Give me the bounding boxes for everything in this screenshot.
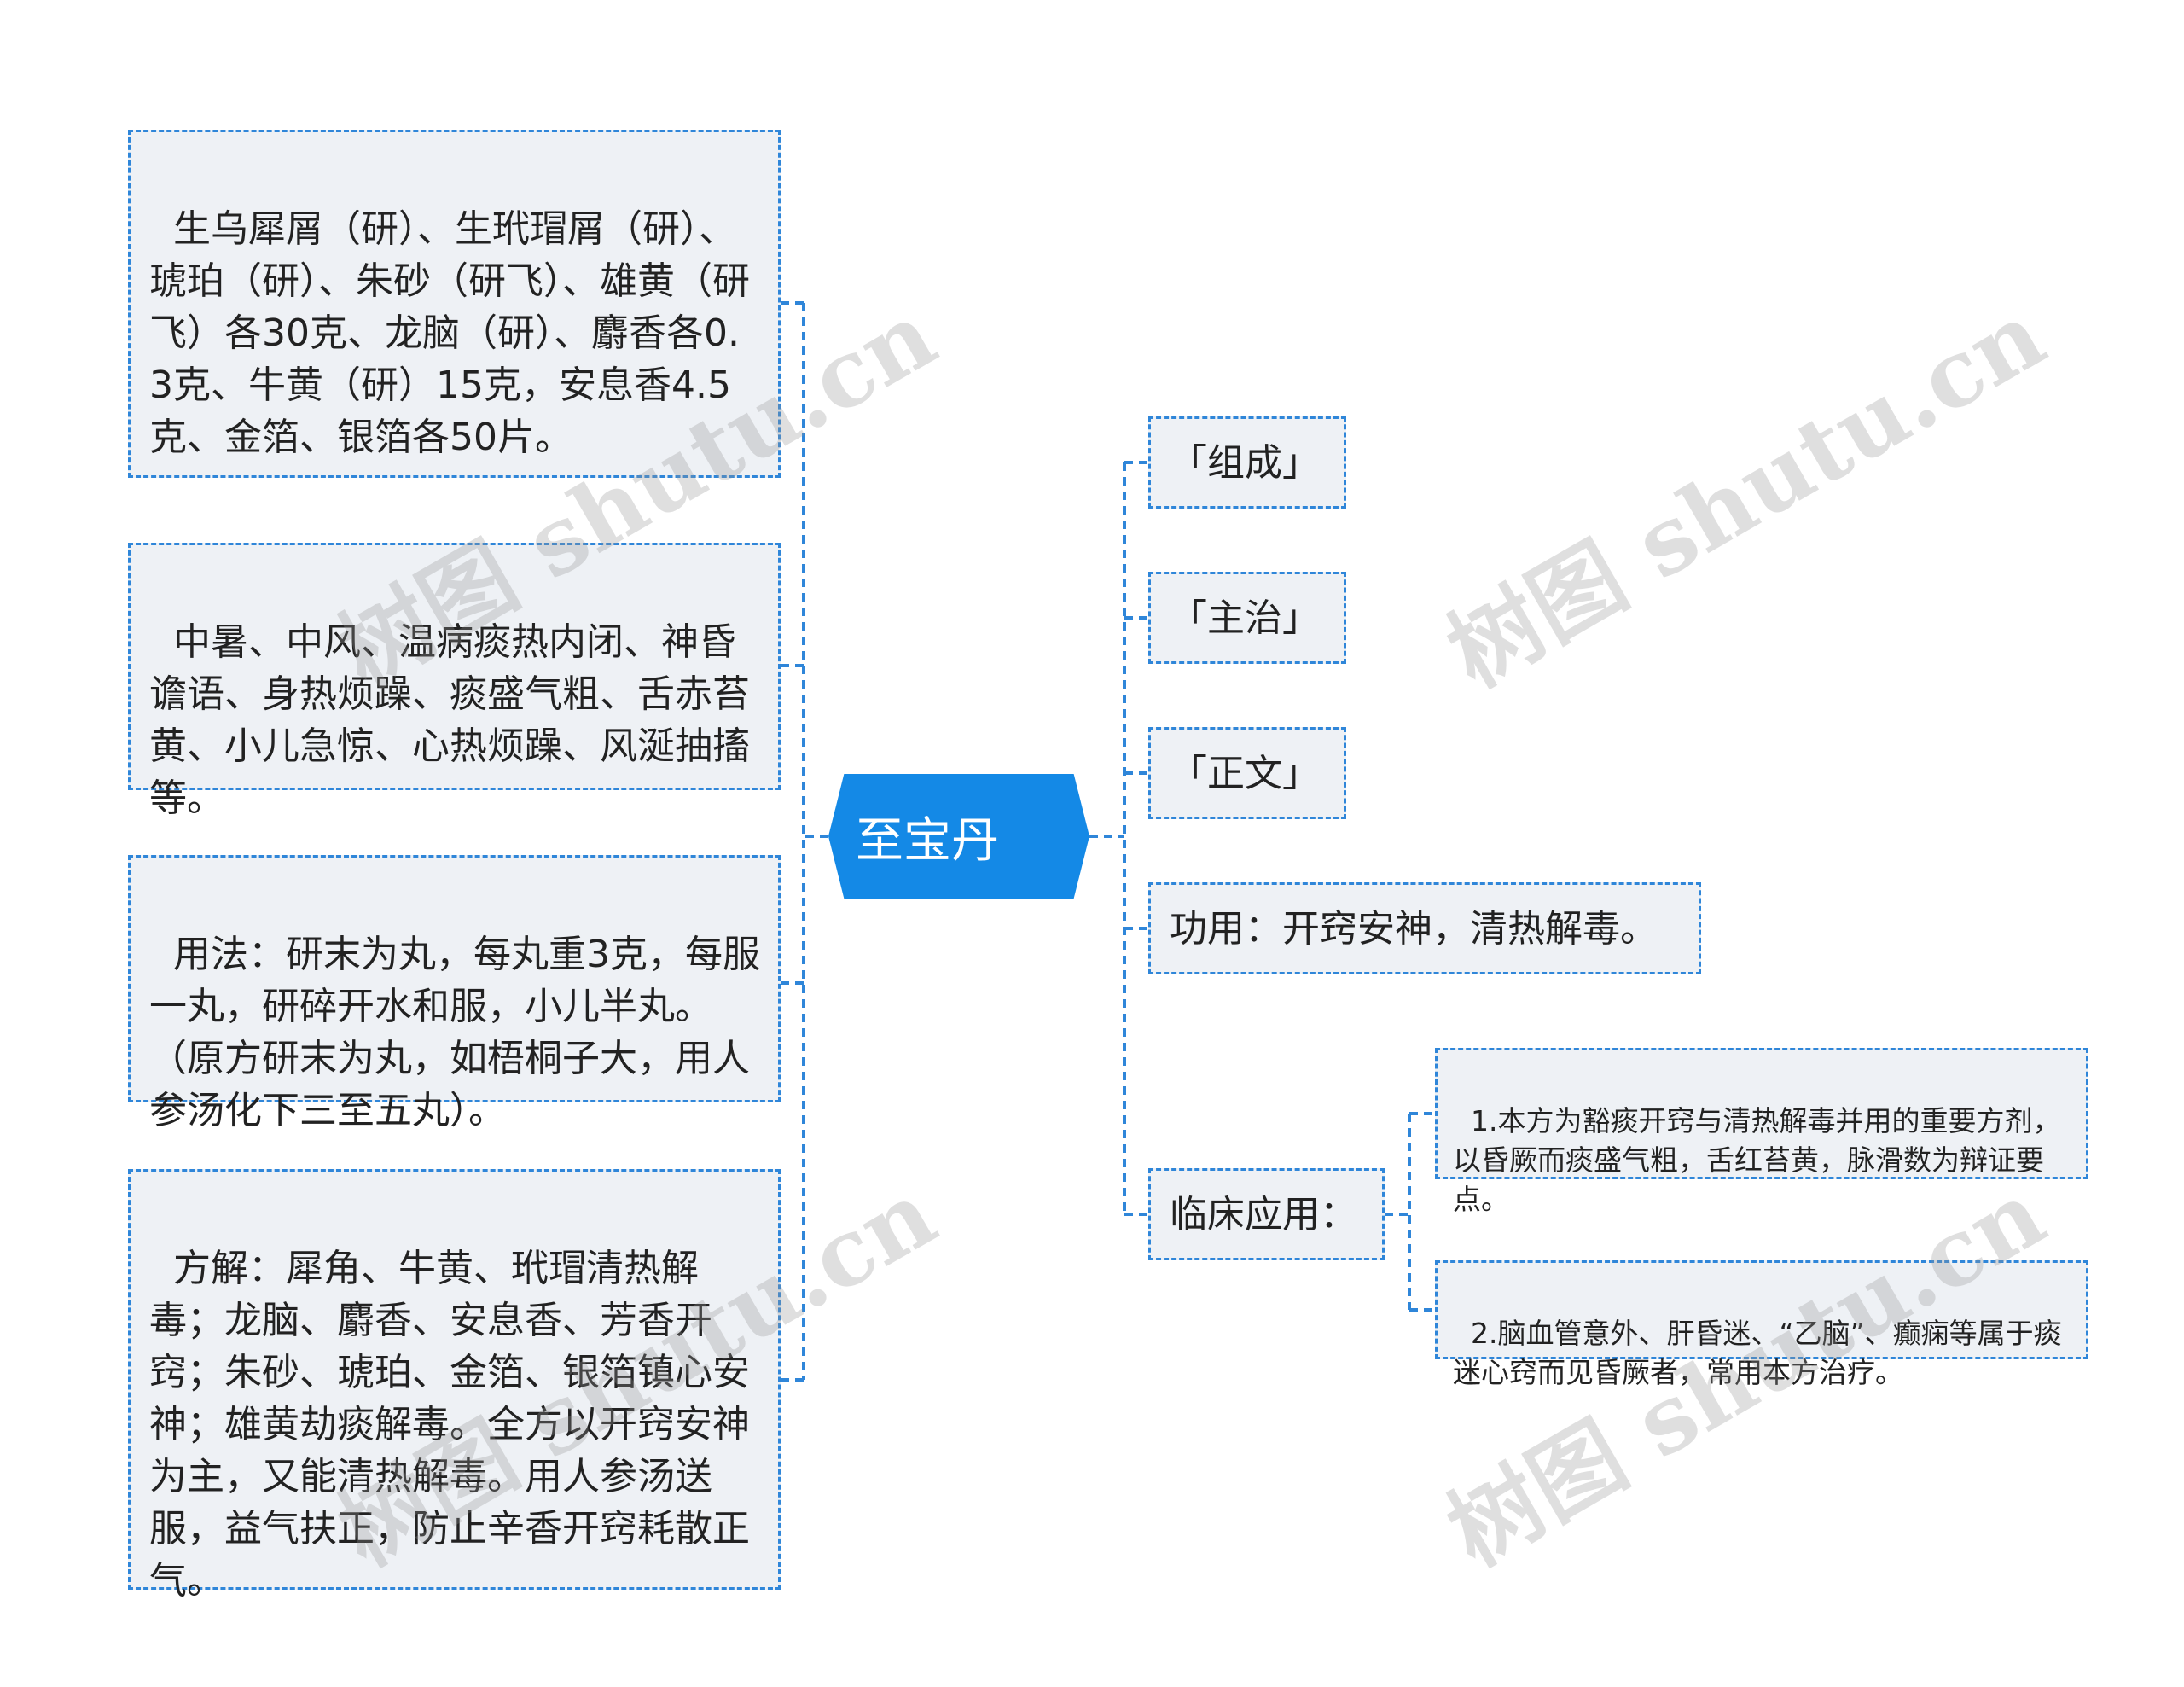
branch-clinical[interactable]: 临床应用： [1148, 1168, 1385, 1260]
branch-indications-label: 「主治」 [1170, 596, 1320, 640]
composition-node[interactable]: 生乌犀屑（研）、生玳瑁屑（研）、琥珀（研）、朱砂（研飞）、雄黄（研飞）各30克、… [128, 130, 781, 478]
branch-composition-label: 「组成」 [1170, 440, 1320, 485]
branch-function[interactable]: 功用：开窍安神，清热解毒。 [1148, 882, 1701, 974]
clinical-point-2[interactable]: 2.脑血管意外、肝昏迷、“乙脑”、癫痫等属于痰迷心窍而见昏厥者，常用本方治疗。 [1435, 1260, 2088, 1389]
usage-node[interactable]: 用法：研末为丸，每丸重3克，每服一丸，研碎开水和服，小儿半丸。（原方研末为丸，如… [128, 855, 781, 1132]
clinical-point-2-text: 2.脑血管意外、肝昏迷、“乙脑”、癫痫等属于痰迷心窍而见昏厥者，常用本方治疗。 [1453, 1317, 2062, 1389]
clinical-point-1[interactable]: 1.本方为豁痰开窍与清热解毒并用的重要方剂，以昏厥而痰盛气粗，舌红苔黄，脉滑数为… [1435, 1048, 2088, 1216]
indications-text: 中暑、中风、温病痰热内闭、神昏谵语、身热烦躁、痰盛气粗、舌赤苔黄、小儿急惊、心热… [149, 620, 750, 820]
explanation-text: 方解：犀角、牛黄、玳瑁清热解毒；龙脑、麝香、安息香、芳香开窍；朱砂、琥珀、金箔、… [149, 1247, 750, 1603]
branch-composition[interactable]: 「组成」 [1148, 416, 1346, 509]
root-node[interactable]: 至宝丹 [828, 774, 1089, 899]
branch-main-text-label: 「正文」 [1170, 751, 1320, 795]
indications-node[interactable]: 中暑、中风、温病痰热内闭、神昏谵语、身热烦躁、痰盛气粗、舌赤苔黄、小儿急惊、心热… [128, 543, 781, 820]
usage-text: 用法：研末为丸，每丸重3克，每服一丸，研碎开水和服，小儿半丸。（原方研末为丸，如… [149, 933, 760, 1132]
explanation-node[interactable]: 方解：犀角、牛黄、玳瑁清热解毒；龙脑、麝香、安息香、芳香开窍；朱砂、琥珀、金箔、… [128, 1169, 781, 1603]
clinical-point-1-text: 1.本方为豁痰开窍与清热解毒并用的重要方剂，以昏厥而痰盛气粗，舌红苔黄，脉滑数为… [1453, 1104, 2061, 1216]
root-label: 至宝丹 [856, 812, 999, 869]
branch-indications[interactable]: 「主治」 [1148, 572, 1346, 664]
branch-clinical-label: 临床应用： [1170, 1192, 1357, 1236]
branch-function-label: 功用：开窍安神，清热解毒。 [1170, 906, 1658, 951]
composition-text: 生乌犀屑（研）、生玳瑁屑（研）、琥珀（研）、朱砂（研飞）、雄黄（研飞）各30克、… [149, 207, 750, 459]
branch-main-text[interactable]: 「正文」 [1148, 727, 1346, 819]
